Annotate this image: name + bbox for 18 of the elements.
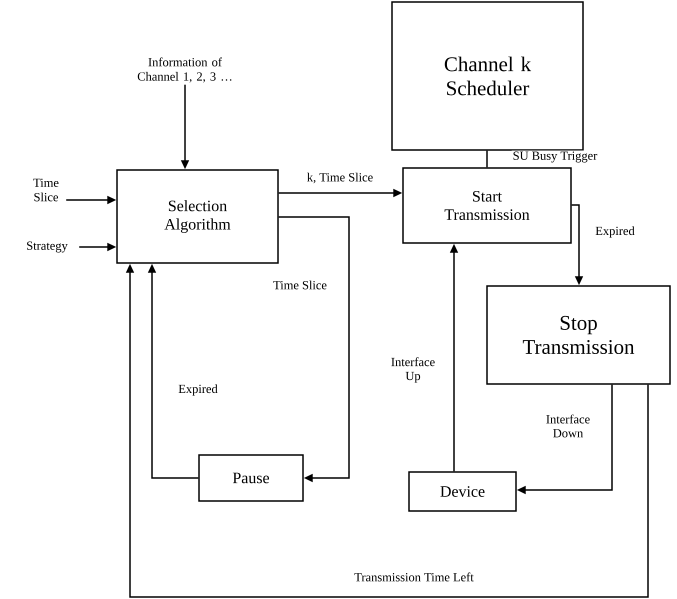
process-box: Device: [408, 471, 517, 512]
edge-label: k, Time Slice: [306, 172, 374, 184]
input-label: Time Slice: [33, 178, 58, 202]
edge-label: Interface Up: [383, 356, 443, 384]
arrow: [278, 216, 350, 482]
process-box: Selection Algorithm: [116, 169, 279, 264]
input-label: Strategy: [27, 242, 68, 252]
edge-label: Expired: [594, 225, 636, 239]
input-label: Information of Channel 1, 2, 3 …: [138, 58, 232, 82]
edge-label: Time Slice: [272, 280, 328, 290]
process-box: Start Transmission: [402, 167, 572, 244]
process-box: Stop Transmission: [486, 285, 671, 385]
process-box: Channel k Scheduler: [391, 1, 584, 151]
edge-label: Expired: [177, 383, 219, 397]
process-box: Pause: [198, 454, 304, 502]
edge-label: Interface Down: [538, 414, 598, 438]
edge-label: Transmission Time Left: [353, 572, 475, 582]
edge-label: SU Busy Trigger: [512, 150, 598, 164]
